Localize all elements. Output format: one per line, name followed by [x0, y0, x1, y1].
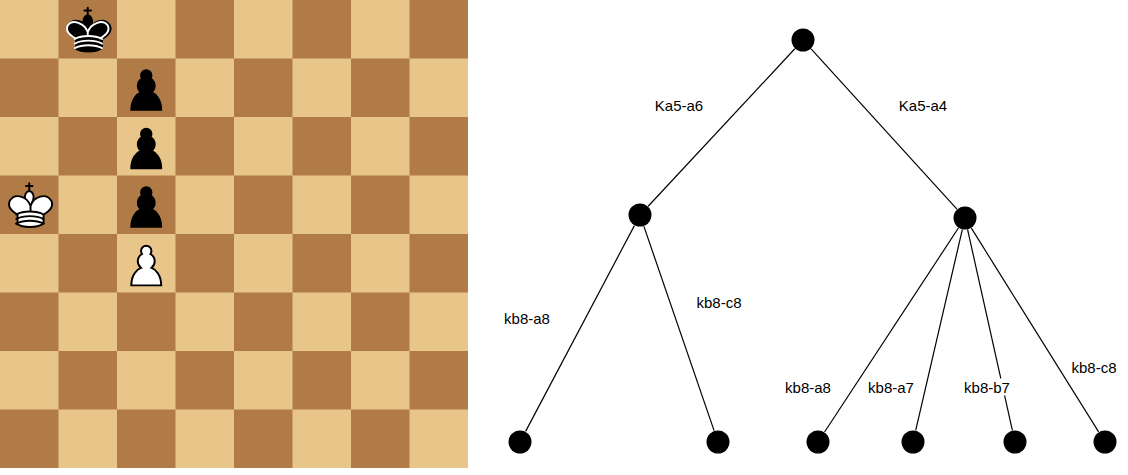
node-circle: [1093, 430, 1117, 454]
tree-edge: [811, 49, 957, 209]
node-circle: [1003, 430, 1027, 454]
node-circle: [508, 430, 532, 454]
node-circle: [706, 430, 730, 454]
black-pawn: [131, 187, 161, 227]
tree-node: [1003, 430, 1027, 454]
move-label: kb8-a8: [783, 379, 833, 396]
tree-node: [791, 28, 815, 52]
tree-edge: [648, 49, 795, 206]
white-king: [9, 183, 52, 227]
move-label: kb8-a8: [502, 310, 552, 327]
node-dot: [954, 207, 977, 230]
node-dot: [629, 204, 652, 227]
move-label: kb8-c8: [1069, 359, 1118, 376]
node-dot: [509, 431, 532, 454]
tree-node: [953, 206, 977, 230]
node-circle: [791, 28, 815, 52]
move-label: Ka5-a4: [897, 97, 949, 114]
tree-edge: [644, 226, 714, 430]
tree-edge: [971, 228, 1098, 432]
black-pawn: [131, 70, 161, 110]
move-label: Ka5-a6: [653, 97, 705, 114]
tree-edge: [825, 228, 959, 432]
node-dot: [1004, 431, 1027, 454]
tree-node: [508, 430, 532, 454]
tree-node: [806, 430, 830, 454]
tree-node: [628, 203, 652, 227]
move-label: kb8-b7: [962, 379, 1012, 396]
node-dot: [1094, 431, 1117, 454]
white-pawn: [131, 246, 161, 286]
node-circle: [901, 430, 925, 454]
chess-board: [0, 0, 470, 470]
black-king: [67, 8, 111, 52]
node-circle: [806, 430, 830, 454]
tree-node: [1093, 430, 1117, 454]
tree-node: [901, 430, 925, 454]
node-dot: [902, 431, 925, 454]
tree-edge: [968, 230, 1013, 431]
node-dot: [807, 431, 830, 454]
black-pawn: [131, 129, 161, 169]
move-label: kb8-a7: [866, 379, 916, 396]
tree-node: [706, 430, 730, 454]
node-circle: [628, 203, 652, 227]
tree-edge: [916, 230, 963, 431]
node-dot: [707, 431, 730, 454]
tree-edge: [526, 226, 635, 432]
node-circle: [953, 206, 977, 230]
board-squares: [0, 0, 468, 468]
node-dot: [792, 29, 815, 52]
move-label: kb8-c8: [694, 294, 743, 311]
